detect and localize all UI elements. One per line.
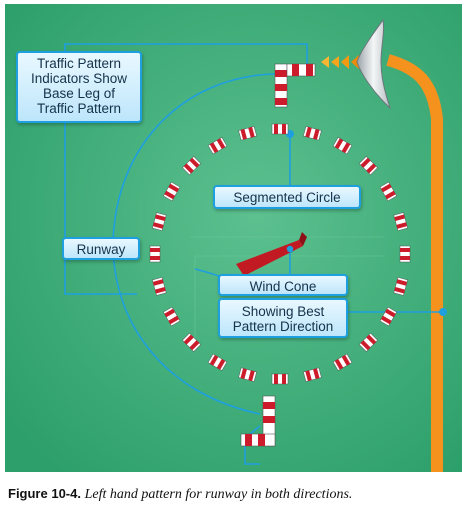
traffic-pattern-line-2: Indicators Show — [30, 71, 128, 86]
segmented-circle-marker — [332, 353, 353, 371]
segmented-circle-marker — [271, 123, 289, 135]
wind-cone-label: Wind Cone — [249, 279, 317, 294]
pattern-direction-line-1: Showing Best — [241, 304, 325, 319]
segmented-circle-marker — [393, 212, 408, 231]
segmented-circle-markers — [149, 123, 411, 385]
runway-strip — [386, 54, 443, 472]
caption-text: Left hand pattern for runway in both dir… — [84, 487, 353, 502]
segmented-circle-marker — [358, 156, 378, 176]
pattern-direction-line-2: Pattern Direction — [232, 319, 334, 334]
segmented-circle-marker — [149, 245, 161, 263]
segmented-circle-marker — [207, 353, 228, 371]
figure-caption: Figure 10-4. Left hand pattern for runwa… — [8, 486, 460, 503]
segmented-circle-marker — [238, 367, 257, 382]
segmented-circle-marker — [303, 367, 322, 382]
segmented-circle-marker — [238, 126, 257, 141]
segmented-circle-callout: Segmented Circle — [213, 185, 361, 209]
segmented-circle-marker — [182, 156, 202, 176]
traffic-pattern-indicator — [240, 395, 276, 447]
runway-callout: Runway — [62, 237, 140, 260]
wind-cone-icon — [236, 232, 307, 276]
segmented-circle-label: Segmented Circle — [233, 190, 341, 205]
segmented-circle-marker — [358, 332, 378, 352]
segmented-circle-marker — [207, 137, 228, 155]
segmented-circle-marker — [399, 245, 411, 263]
segmented-circle-marker — [303, 126, 322, 141]
traffic-pattern-line-4: Traffic Pattern — [36, 101, 122, 116]
segmented-circle-marker — [393, 277, 408, 296]
segmented-circle-marker — [182, 332, 202, 352]
traffic-pattern-callout: Traffic Pattern Indicators Show Base Leg… — [16, 51, 142, 123]
segmented-circle-marker — [271, 373, 289, 385]
segmented-circle-marker — [163, 181, 181, 202]
segmented-circle-figure: Traffic Pattern Indicators Show Base Leg… — [5, 4, 462, 472]
segmented-circle-marker — [379, 181, 397, 202]
segmented-circle-marker — [152, 277, 167, 296]
traffic-pattern-line-1: Traffic Pattern — [36, 56, 122, 71]
segmented-circle-marker — [152, 212, 167, 231]
airplane-icon — [321, 18, 392, 110]
segmented-circle-marker — [379, 306, 397, 327]
traffic-pattern-indicator — [274, 63, 316, 108]
wind-cone-callout: Wind Cone — [218, 274, 348, 296]
segmented-circle-marker — [332, 137, 353, 155]
segmented-circle-marker — [163, 306, 181, 327]
pattern-direction-callout: Showing Best Pattern Direction — [218, 298, 348, 338]
figure-label: Figure 10-4. — [8, 486, 81, 501]
traffic-pattern-line-3: Base Leg of — [42, 86, 116, 101]
runway-label: Runway — [76, 242, 126, 257]
